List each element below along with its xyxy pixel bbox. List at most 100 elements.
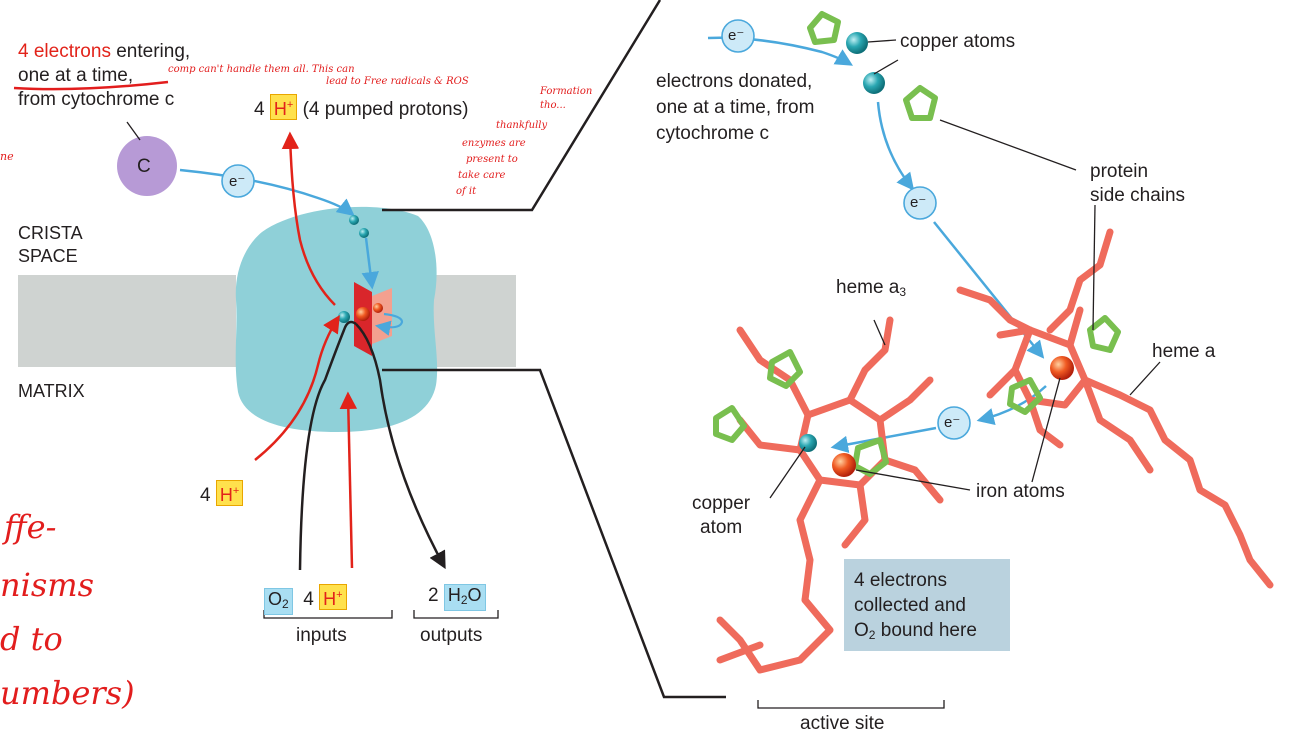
input-molecules: O2 4 H+ xyxy=(264,584,347,615)
collected-o2-base: O xyxy=(854,620,869,641)
handwritten-note-9: of it xyxy=(456,186,477,197)
electron-symbol-low: e⁻ xyxy=(944,414,961,431)
cytochrome-c xyxy=(117,136,177,196)
electrons-donated-line2: one at a time, from xyxy=(656,97,815,118)
h2o-o: O xyxy=(467,585,482,605)
electrons-donated-line3: cytochrome c xyxy=(656,123,769,144)
electrons-donated-line1: electrons donated, xyxy=(656,71,813,92)
heme-a-structure xyxy=(956,228,1274,589)
electron-symbol-top: e⁻ xyxy=(728,27,745,44)
collected-box-bg xyxy=(844,559,1010,651)
handwritten-note-4: tho... xyxy=(540,100,566,111)
h2o-h: H xyxy=(447,585,461,605)
pumped-protons: 4 H+ (4 pumped protons) xyxy=(254,94,468,121)
electron-arrow-inner xyxy=(361,237,379,290)
pumped-ion-charge: + xyxy=(286,99,294,111)
collected-box-line1: 4 electrons xyxy=(854,570,947,591)
crista-space-line2: SPACE xyxy=(18,246,78,266)
copper-atom xyxy=(863,72,885,94)
electron-bubble-low xyxy=(937,406,971,440)
input-proton-arrow xyxy=(339,391,358,569)
pumped-text: (4 pumped protons) xyxy=(302,99,469,120)
electron-symbol-mid: e⁻ xyxy=(910,194,927,211)
handwritten-scribble-1: ffe- xyxy=(4,508,57,546)
pumped-count: 4 xyxy=(254,99,265,120)
copper-atom-line2: atom xyxy=(700,517,743,538)
output-molecules: 2 H2O xyxy=(428,584,486,611)
electrons-entering-rest: entering, xyxy=(110,41,191,62)
outputs-label: outputs xyxy=(420,625,483,646)
outputs-bracket xyxy=(413,610,499,619)
zoom-line-top xyxy=(382,0,662,212)
heme-a3-label: heme a3 xyxy=(836,276,906,304)
h2o-sub: 2 xyxy=(460,593,468,607)
handwritten-note-8: take care xyxy=(458,170,506,181)
iron-atom-small xyxy=(373,303,383,313)
membrane-right xyxy=(432,275,516,367)
side-chains-line2: side chains xyxy=(1090,185,1186,206)
handwriting-underline xyxy=(13,80,169,91)
collected-rest: bound here xyxy=(875,620,977,641)
active-site-label: active site xyxy=(800,713,885,734)
electron-bubble-top xyxy=(721,19,755,53)
electrons-entering-line1: 4 electrons entering, xyxy=(18,40,190,63)
electron-loop xyxy=(374,312,404,336)
water-output-arrow xyxy=(355,323,446,570)
pumped-proton-badge: H+ xyxy=(269,94,298,120)
matrix-protons: 4 H+ xyxy=(200,480,244,507)
copper-atom-line1: copper xyxy=(692,493,751,514)
o2-sub: 2 xyxy=(282,597,289,611)
handwritten-scribble-2: nisms xyxy=(0,566,95,604)
handwritten-note-1: comp can't handle them all. This can xyxy=(168,64,355,75)
electron-arrow-down xyxy=(876,101,915,191)
heme-a-label: heme a xyxy=(1152,341,1216,362)
handwritten-note-5: thankfully xyxy=(496,120,548,131)
copper-atom-small xyxy=(338,311,350,323)
handwritten-scribble-4: umbers) xyxy=(0,674,135,712)
o2-base: O xyxy=(268,589,283,609)
handwritten-note-3: Formation xyxy=(540,86,593,97)
label-leaders xyxy=(757,39,1161,709)
handwritten-note-2: lead to Free radicals & ROS xyxy=(326,76,469,87)
oxygen-badge: O2 xyxy=(264,588,293,615)
handwritten-scribble-3: d to xyxy=(0,620,63,658)
matrix-ion-charge: + xyxy=(232,485,240,497)
catalytic-panel-back xyxy=(372,288,392,344)
iron-atom xyxy=(832,453,856,477)
handwritten-note-7: present to xyxy=(466,154,518,165)
heme-a3-base: heme a xyxy=(836,277,900,298)
heme-a3-sub: 3 xyxy=(899,285,907,299)
copper-atoms-label: copper atoms xyxy=(900,31,1016,52)
matrix-proton-count: 4 xyxy=(200,485,211,506)
electrons-entering-line3: from cytochrome c xyxy=(18,89,175,110)
iron-atom xyxy=(1050,356,1074,380)
collected-box-line3: O2 bound here xyxy=(854,619,977,647)
matrix-proton-badge: H+ xyxy=(215,480,244,506)
electron-arrow-left xyxy=(179,168,355,217)
input-h-base: H xyxy=(323,589,337,609)
crista-space-line1: CRISTA xyxy=(18,223,83,243)
matrix-ion-base: H xyxy=(219,485,233,505)
collected-o2-sub: 2 xyxy=(868,628,876,642)
matrix-label: MATRIX xyxy=(18,381,85,401)
zoom-line-bottom xyxy=(382,368,726,699)
copper-atom-small xyxy=(349,215,359,225)
output-count: 2 xyxy=(428,585,439,606)
input-proton-badge: H+ xyxy=(319,584,347,610)
oxygen-input-arrow xyxy=(298,320,357,571)
membrane-left xyxy=(18,275,236,367)
electron-bubble-left xyxy=(221,164,255,198)
electrons-entering-highlight: 4 electrons xyxy=(18,41,111,62)
handwritten-margin-partial: ne xyxy=(0,150,14,163)
electrons-entering-line2: one at a time, xyxy=(18,65,134,86)
input-h-count: 4 xyxy=(303,589,314,610)
copper-atom xyxy=(846,32,868,54)
iron-atoms-label: iron atoms xyxy=(976,481,1065,502)
pumped-ion-base: H xyxy=(273,99,287,119)
electron-symbol-left: e⁻ xyxy=(229,173,246,190)
leader-cytc xyxy=(126,121,141,141)
matrix-proton-arrow xyxy=(254,315,340,461)
copper-atom-small xyxy=(359,228,369,238)
pumped-proton-arrow xyxy=(281,131,336,306)
cytochrome-c-label: C xyxy=(137,156,151,177)
